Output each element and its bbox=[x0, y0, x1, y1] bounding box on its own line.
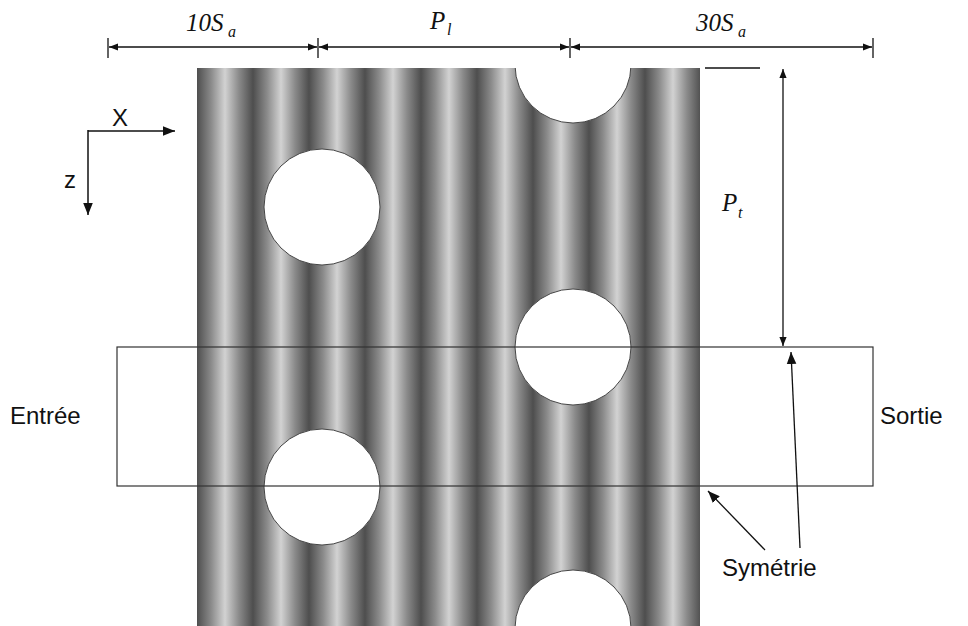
symmetry-leaders bbox=[708, 352, 800, 550]
tube-hole bbox=[515, 570, 631, 626]
boundary-label: Sortie bbox=[880, 404, 943, 428]
axis-label: X bbox=[112, 106, 128, 130]
dimension-lines bbox=[108, 38, 873, 346]
tube-hole bbox=[515, 68, 631, 123]
boundary-label: Symétrie bbox=[722, 556, 817, 580]
dimension-subscript: a bbox=[738, 24, 746, 40]
dimension-subscript: a bbox=[228, 24, 236, 40]
dimension-label: 10S bbox=[186, 10, 224, 35]
dimension-label: 30S bbox=[696, 10, 734, 35]
axis-label: z bbox=[64, 168, 76, 192]
domain-outline bbox=[117, 347, 873, 486]
axes bbox=[88, 130, 175, 215]
dimension-label: P bbox=[722, 190, 737, 215]
tube-hole bbox=[264, 149, 380, 265]
dimension-subscript: t bbox=[738, 205, 742, 221]
dimension-label: P bbox=[430, 8, 445, 33]
dimension-subscript: l bbox=[447, 22, 451, 38]
tube-hole bbox=[264, 429, 380, 545]
boundary-label: Entrée bbox=[10, 404, 81, 428]
